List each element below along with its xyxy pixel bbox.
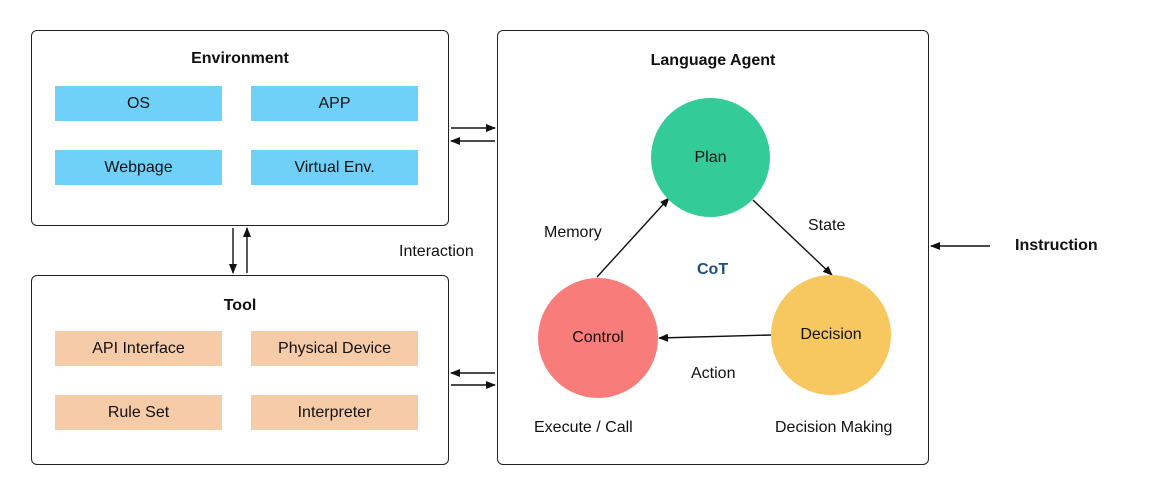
arrow-action: [658, 333, 772, 342]
tool-item-rule-set: Rule Set: [55, 395, 222, 430]
execute-call-caption: Execute / Call: [534, 419, 633, 436]
tool-title: Tool: [223, 297, 257, 314]
tool-item-api-interface: API Interface: [55, 331, 222, 366]
arrow-memory: [596, 197, 670, 278]
cot-label: CoT: [697, 261, 729, 278]
tool-panel: Tool API Interface Physical Device Rule …: [31, 275, 449, 465]
action-label: Action: [691, 365, 736, 382]
env-item-virtual-env: Virtual Env.: [251, 150, 418, 185]
plan-node: Plan: [651, 98, 770, 217]
language-agent-title: Language Agent: [650, 52, 776, 69]
tool-item-physical-device: Physical Device: [251, 331, 418, 366]
state-label: State: [808, 217, 846, 234]
interaction-label: Interaction: [399, 243, 474, 260]
arrow-state: [752, 199, 833, 276]
env-item-app: APP: [251, 86, 418, 121]
environment-panel: Environment OS APP Webpage Virtual Env.: [31, 30, 449, 226]
env-item-webpage: Webpage: [55, 150, 222, 185]
instruction-label: Instruction: [1015, 237, 1098, 254]
env-item-os: OS: [55, 86, 222, 121]
decision-making-caption: Decision Making: [775, 419, 893, 436]
decision-node: Decision: [771, 275, 891, 395]
tool-item-interpreter: Interpreter: [251, 395, 418, 430]
environment-title: Environment: [191, 50, 289, 67]
control-node: Control: [538, 278, 658, 398]
memory-label: Memory: [544, 224, 602, 241]
